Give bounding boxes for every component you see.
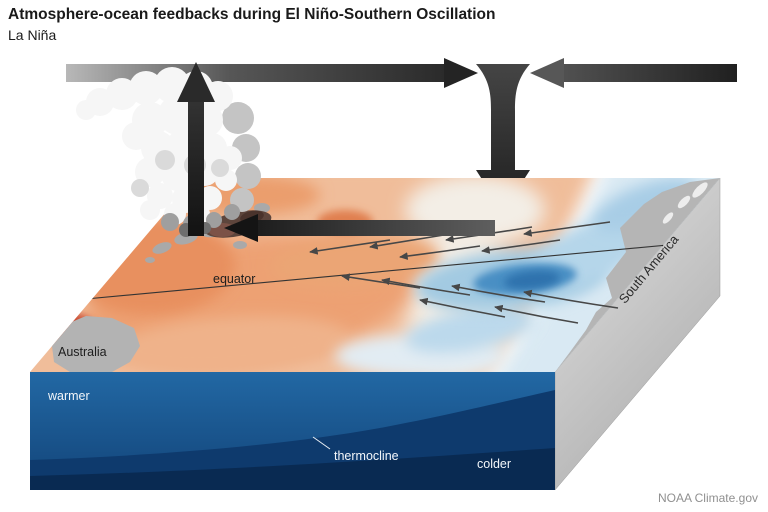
surface-westward-arrow	[224, 214, 495, 242]
thermocline-label: thermocline	[334, 449, 399, 463]
page-title: Atmosphere-ocean feedbacks during El Niñ…	[8, 6, 495, 23]
descending-air-arrow	[476, 64, 530, 212]
sst-anomaly-map	[30, 178, 720, 372]
noaa-attribution: NOAA Climate.gov	[658, 491, 758, 505]
deep-cold-layer	[30, 448, 555, 490]
andes-highlights	[662, 182, 708, 224]
equator-line	[74, 241, 701, 301]
south-america-landmass	[555, 178, 720, 372]
australia-landmass	[52, 316, 140, 372]
equator-label: equator	[213, 272, 255, 286]
australia-label: Australia	[58, 345, 107, 359]
upper-westward-arrow	[530, 58, 737, 88]
rising-air-arrow	[177, 62, 215, 236]
colder-label: colder	[477, 457, 511, 471]
thermocline-pointer	[312, 436, 331, 450]
page-subtitle: La Niña	[8, 27, 56, 43]
ocean-cross-section	[30, 372, 555, 490]
warmer-label: warmer	[47, 389, 90, 403]
